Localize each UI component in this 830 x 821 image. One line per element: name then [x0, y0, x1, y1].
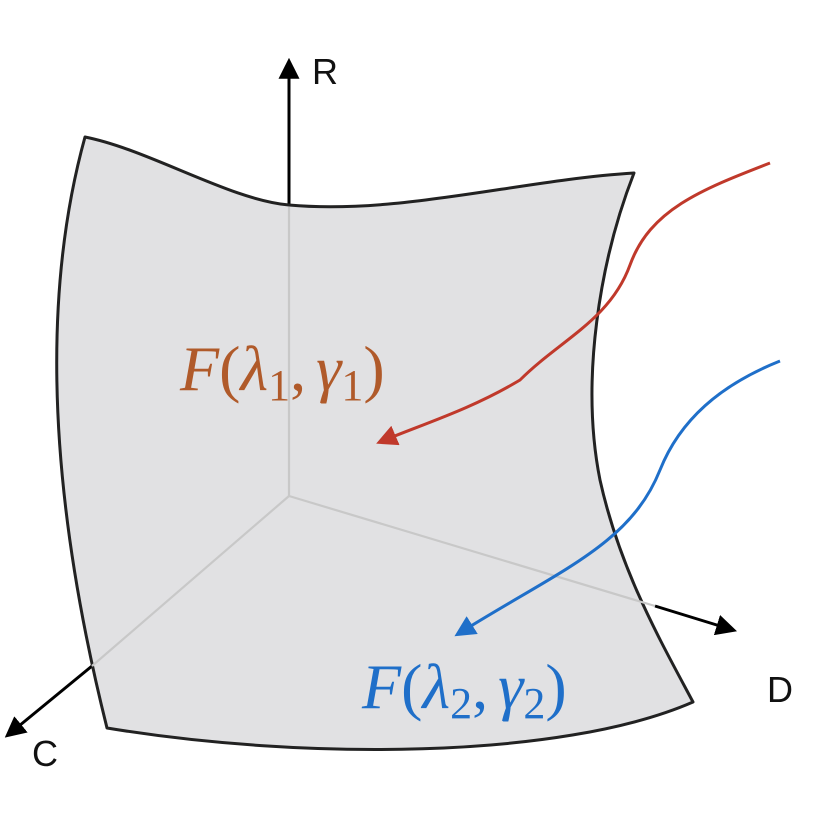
f2-open-paren: (	[401, 651, 422, 722]
f2-close-paren: )	[545, 651, 566, 722]
f1-fn: F	[179, 333, 220, 404]
f1-lambda: λ	[238, 333, 268, 404]
c-axis-arrow	[4, 664, 93, 738]
f1-close-paren: )	[363, 333, 384, 404]
c-axis-hidden	[91, 495, 290, 667]
f1-gamma: γ	[316, 333, 343, 404]
f1-label: F(λ1,γ1)	[179, 333, 385, 410]
curved-surface	[55, 135, 695, 751]
blue-curve-arrow	[454, 359, 781, 637]
f2-gamma-sub: 2	[523, 679, 545, 728]
f1-lambda-sub: 1	[268, 361, 290, 410]
d-axis-hidden	[288, 494, 656, 608]
f2-lambda-sub: 2	[450, 679, 472, 728]
f2-comma: ,	[472, 651, 488, 722]
f2-fn: F	[361, 651, 402, 722]
f2-label: F(λ2,γ2)	[361, 651, 567, 728]
f1-gamma-sub: 1	[341, 361, 363, 410]
f1-open-paren: (	[219, 333, 240, 404]
f1-comma: ,	[290, 333, 306, 404]
f2-gamma: γ	[498, 651, 525, 722]
f2-lambda: λ	[420, 651, 450, 722]
r-axis-label: R	[312, 51, 338, 92]
c-axis-label: C	[32, 733, 58, 774]
d-axis-arrow	[654, 604, 738, 636]
red-curve-arrow	[376, 161, 771, 446]
d-axis-label: D	[767, 669, 793, 710]
